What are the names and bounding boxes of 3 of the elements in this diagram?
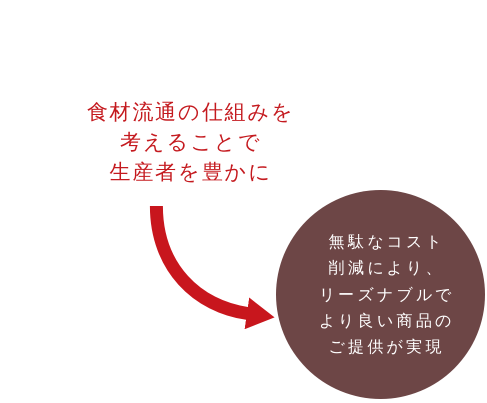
curved-arrow bbox=[150, 206, 275, 330]
circle-text: 無駄なコスト削減により、リーズナブルでより良い商品のご提供が実現 bbox=[318, 233, 455, 358]
heading-text: 食材流通の仕組みを考えることで生産者を豊かに bbox=[85, 97, 295, 187]
